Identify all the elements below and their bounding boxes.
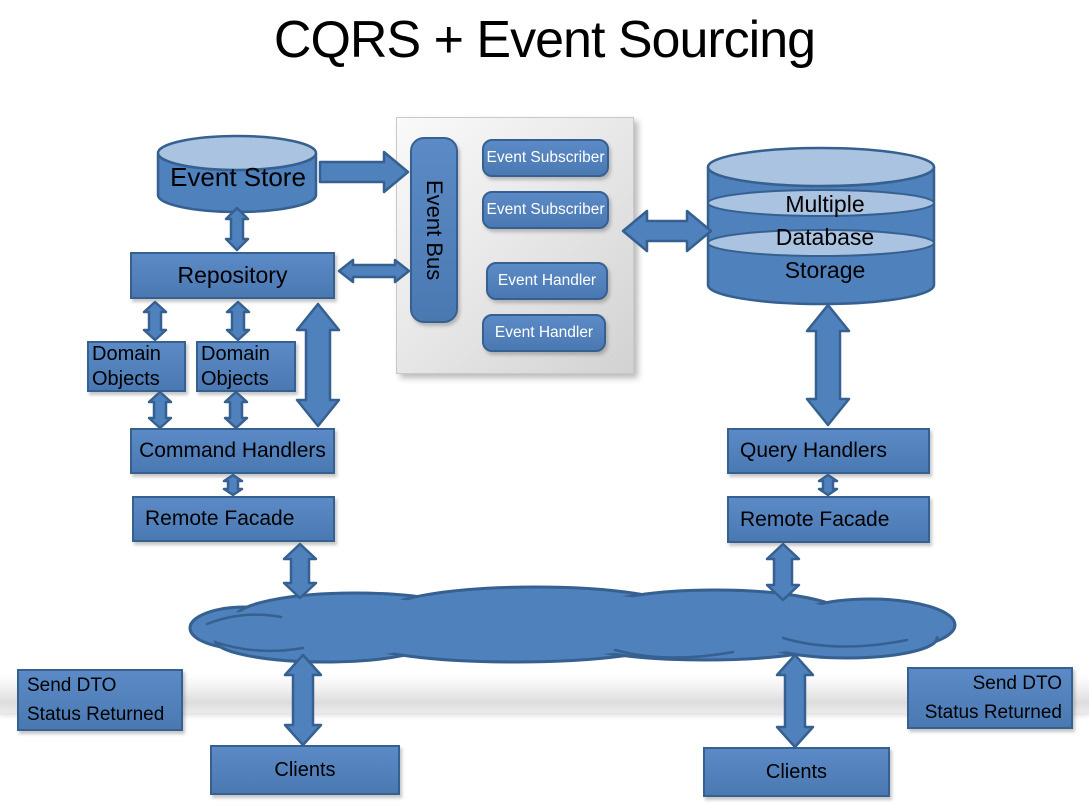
- event-store-cylinder: [156, 134, 318, 214]
- repository-label: Repository: [177, 262, 288, 288]
- arrow-remote-facade-cloud-right: [765, 542, 801, 602]
- query-handlers-node: Query Handlers: [727, 428, 930, 474]
- command-handlers-label: Command Handlers: [139, 439, 326, 462]
- clients-left-label: Clients: [274, 758, 336, 781]
- event-subscriber-1: Event Subscriber: [482, 139, 609, 177]
- clients-right-label: Clients: [765, 760, 828, 783]
- clients-right-node: Clients: [703, 747, 890, 797]
- event-bus-node: Event Bus: [410, 137, 458, 323]
- query-handlers-label: Query Handlers: [740, 439, 888, 462]
- send-dto-right-line1: Send DTO: [972, 673, 1062, 694]
- event-handler-1: Event Handler: [486, 262, 608, 300]
- event-handler-2: Event Handler: [482, 314, 606, 352]
- arrow-remote-facade-cloud-left: [282, 542, 318, 600]
- send-dto-right-line2: Status Returned: [924, 702, 1062, 723]
- arrow-command-handlers-remote-facade: [222, 473, 244, 497]
- arrow-repository-domain-1: [142, 300, 168, 342]
- domain-objects-1: Domain Objects: [87, 341, 186, 392]
- arrow-domain-2-command-handlers: [223, 390, 249, 430]
- send-dto-right-node: Send DTO Status Returned: [907, 667, 1073, 729]
- arrow-repository-domain-2: [225, 300, 251, 342]
- event-handler-1-label: Event Handler: [497, 272, 597, 289]
- remote-facade-right-node: Remote Facade: [727, 496, 930, 543]
- arrow-cloud-clients-left: [283, 653, 323, 747]
- arrow-repository-command-handlers-large: [295, 302, 341, 428]
- arrow-cloud-clients-right: [775, 653, 815, 749]
- arrow-repository-event-bus: [337, 258, 411, 284]
- diagram-title: CQRS + Event Sourcing: [273, 11, 816, 69]
- clients-left-node: Clients: [210, 745, 400, 795]
- send-dto-left-line2: Status Returned: [27, 704, 165, 725]
- remote-facade-left-node: Remote Facade: [132, 496, 335, 542]
- arrow-query-handlers-remote-facade: [817, 473, 839, 497]
- database-label: Multiple Database Storage: [775, 191, 875, 283]
- event-handler-2-label: Event Handler: [494, 324, 594, 341]
- event-store-label: Event Store: [170, 162, 306, 192]
- arrow-event-bus-database: [621, 209, 713, 253]
- domain-objects-2: Domain Objects: [196, 341, 296, 392]
- event-subscriber-2: Event Subscriber: [482, 191, 609, 229]
- domain-objects-2-label: Domain Objects: [201, 342, 270, 390]
- remote-facade-left-label: Remote Facade: [145, 507, 295, 530]
- arrow-event-store-repository: [224, 206, 250, 252]
- event-subscriber-2-label: Event Subscriber: [486, 201, 605, 218]
- send-dto-left-node: Send DTO Status Returned: [17, 669, 183, 731]
- event-bus-label: Event Bus: [422, 179, 447, 281]
- arrow-domain-1-command-handlers: [147, 390, 173, 430]
- remote-facade-right-label: Remote Facade: [740, 507, 890, 531]
- domain-objects-1-label: Domain Objects: [92, 342, 161, 390]
- network-cloud: [188, 585, 957, 664]
- arrow-event-store-to-event-bus: [318, 150, 410, 194]
- send-dto-left-line1: Send DTO: [27, 675, 117, 696]
- event-subscriber-1-label: Event Subscriber: [486, 149, 605, 166]
- command-handlers-node: Command Handlers: [130, 428, 335, 474]
- database-cylinder: [706, 146, 936, 306]
- arrow-database-query-handlers: [805, 303, 851, 427]
- repository-node: Repository: [130, 252, 335, 299]
